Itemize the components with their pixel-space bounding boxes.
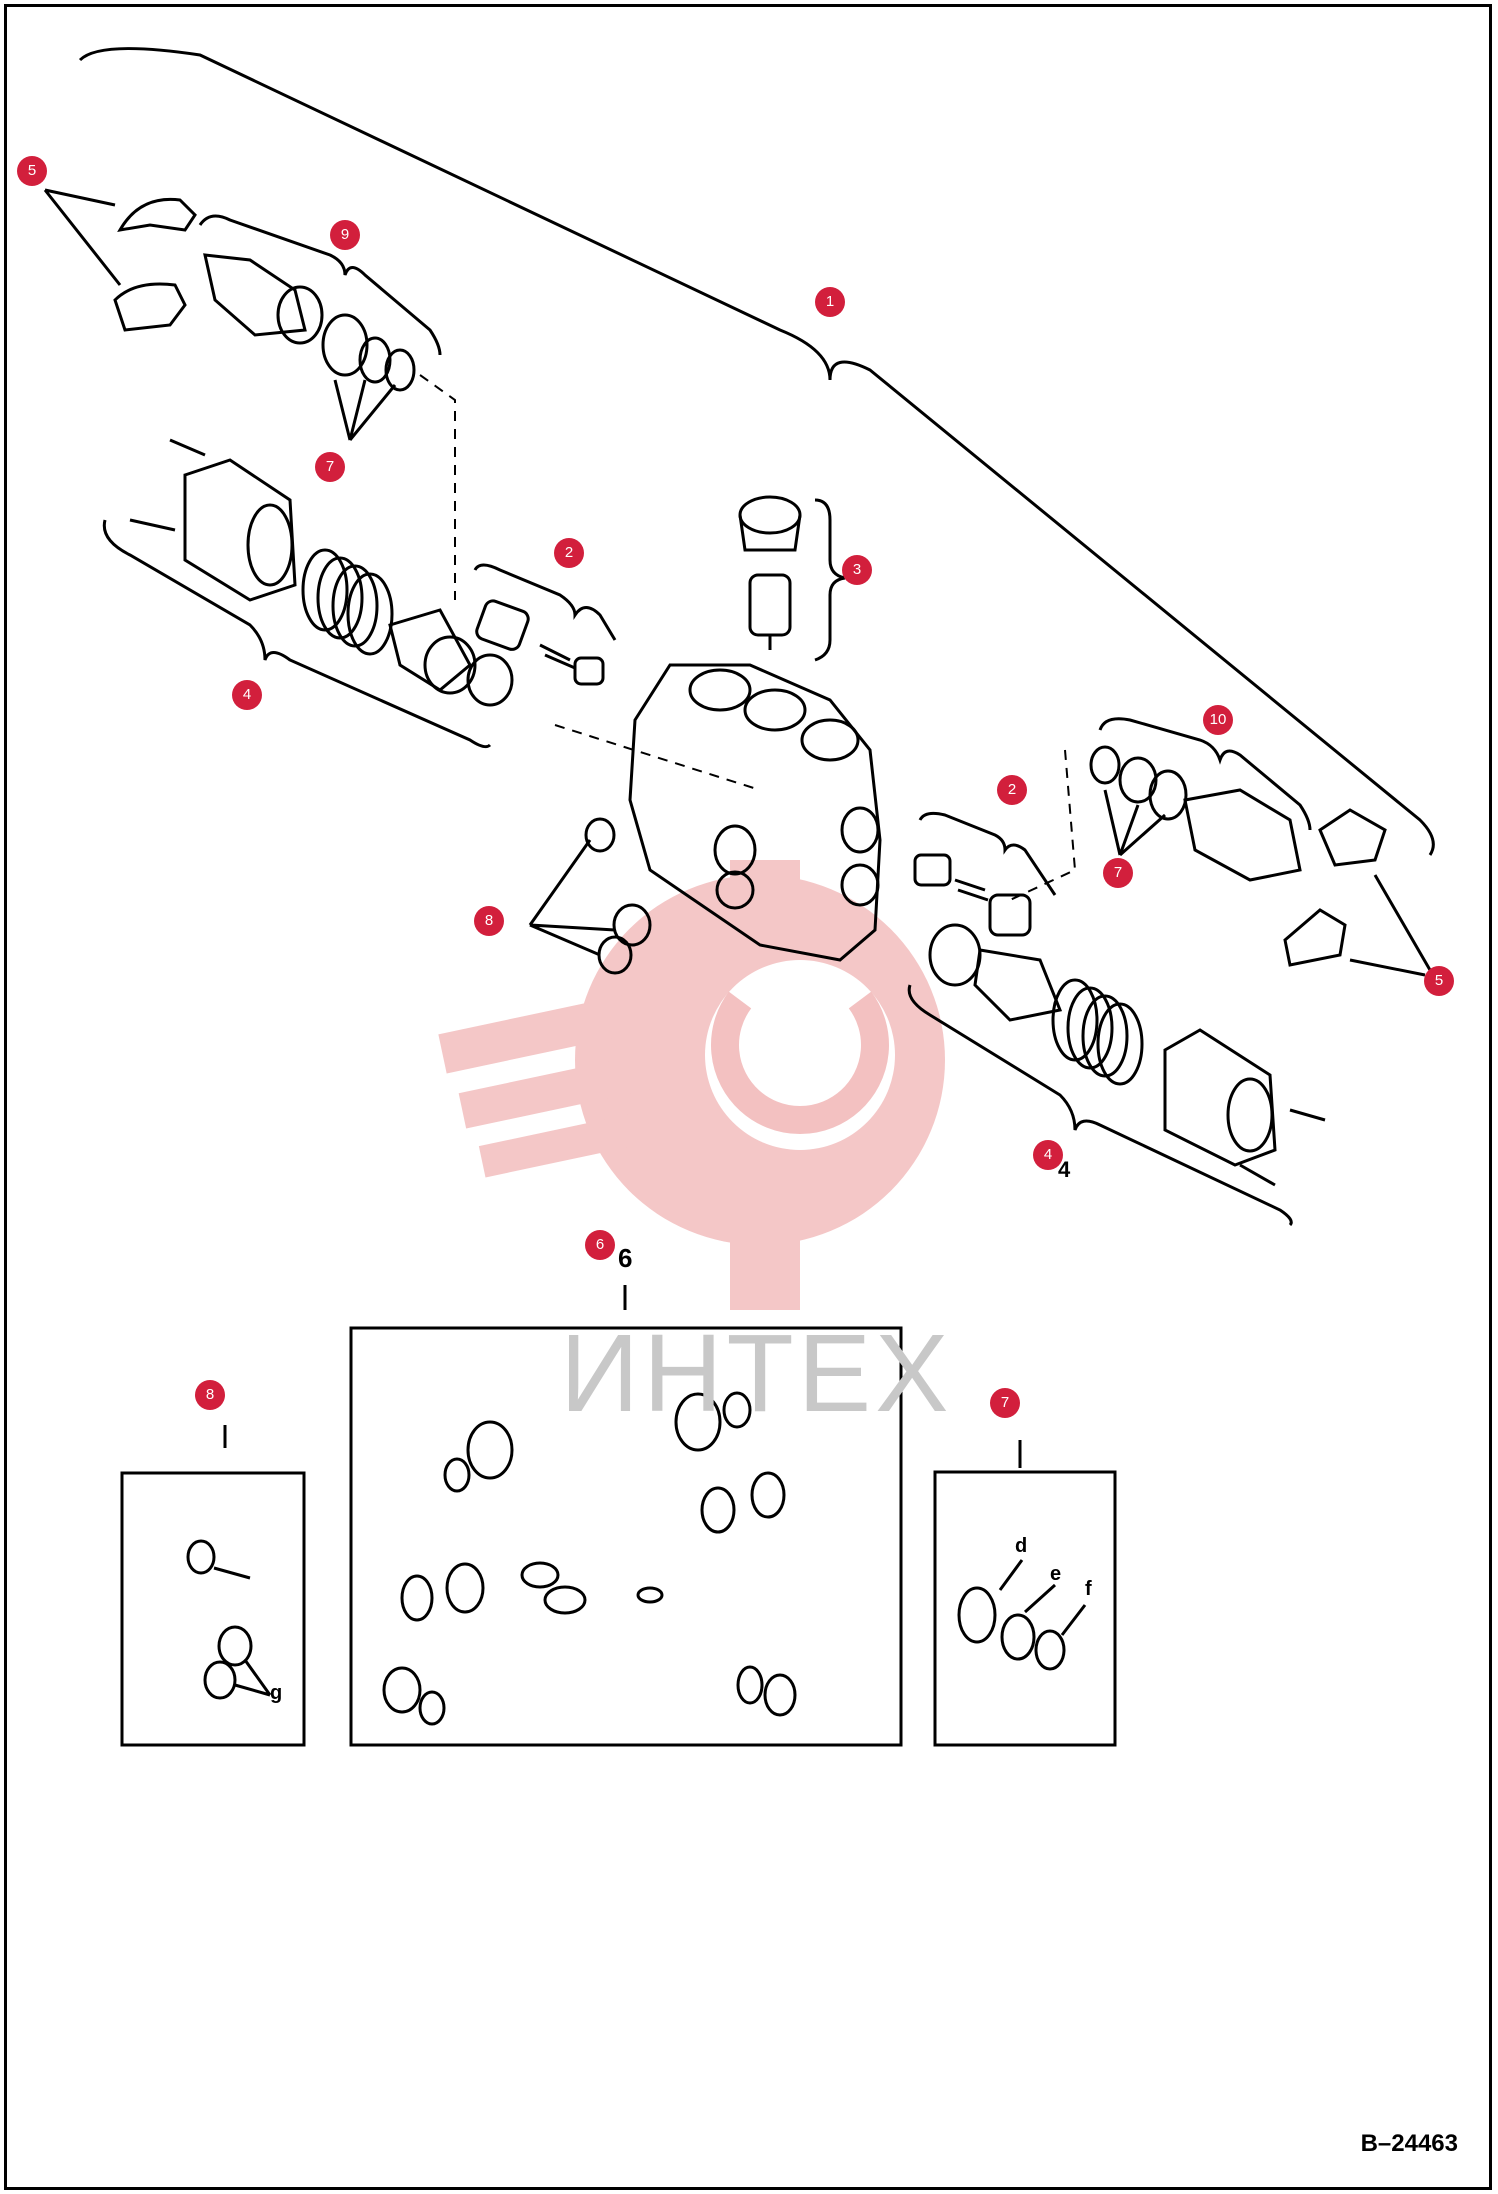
spring-cap-right bbox=[1163, 1028, 1326, 1187]
callout-3[interactable]: 3 bbox=[842, 555, 872, 585]
kit-box-8 bbox=[120, 1471, 306, 1747]
relief-valve-right bbox=[1089, 745, 1302, 882]
brace-item-2-right bbox=[918, 811, 1057, 896]
spool-end-right bbox=[928, 923, 1063, 1022]
check-right bbox=[913, 853, 1032, 937]
brace-item-10 bbox=[1098, 717, 1312, 831]
callout-8-kit[interactable]: 8 bbox=[195, 1380, 225, 1410]
label-4: 4 bbox=[1058, 1157, 1071, 1182]
sub-label-g: g bbox=[270, 1682, 283, 1704]
callout-9[interactable]: 9 bbox=[330, 220, 360, 250]
kit-box-7 bbox=[933, 1470, 1117, 1747]
callout-2-right[interactable]: 2 bbox=[997, 775, 1027, 805]
callout-7-kit[interactable]: 7 bbox=[990, 1388, 1020, 1418]
spring-left bbox=[301, 548, 394, 656]
document-id: B–24463 bbox=[1360, 2130, 1458, 2157]
brace-item-9 bbox=[198, 214, 442, 356]
sub-label-e: e bbox=[1050, 1563, 1062, 1585]
spring-right bbox=[1051, 978, 1144, 1086]
callout-1[interactable]: 1 bbox=[815, 287, 845, 317]
callout-5-left[interactable]: 5 bbox=[17, 156, 47, 186]
diagram-frame bbox=[4, 4, 1492, 2190]
leader-7-left bbox=[333, 379, 397, 441]
leader-7-right bbox=[1103, 789, 1166, 857]
label-6: 6 bbox=[618, 1243, 633, 1273]
valve-body bbox=[628, 663, 882, 962]
brace-item-4-right bbox=[907, 984, 1293, 1227]
callout-5-right[interactable]: 5 bbox=[1424, 966, 1454, 996]
kit-box-6 bbox=[349, 1326, 903, 1747]
callout-7-upper-left[interactable]: 7 bbox=[315, 452, 345, 482]
brace-item-1 bbox=[78, 47, 1435, 856]
kit-8-rings bbox=[186, 1539, 272, 1700]
plug-item-3 bbox=[738, 495, 802, 650]
watermark-logo-ring bbox=[711, 991, 889, 1134]
callout-4-left[interactable]: 4 bbox=[232, 680, 262, 710]
end-cap-right bbox=[1283, 808, 1387, 967]
callout-7-right[interactable]: 7 bbox=[1103, 858, 1133, 888]
kit-leaders bbox=[223, 1285, 1022, 1468]
brace-item-3 bbox=[814, 498, 846, 662]
spring-cap-left bbox=[129, 438, 297, 602]
callout-4-right[interactable]: 4 bbox=[1033, 1140, 1063, 1170]
end-cap-upper-left bbox=[113, 197, 197, 332]
callout-10[interactable]: 10 bbox=[1203, 705, 1233, 735]
centerlines bbox=[419, 374, 1077, 901]
callout-6[interactable]: 6 bbox=[585, 1230, 615, 1260]
brace-item-2-left bbox=[473, 563, 617, 641]
leader-5-left bbox=[43, 188, 122, 286]
kit-6-rings bbox=[382, 1391, 797, 1726]
callout-8-body[interactable]: 8 bbox=[474, 906, 504, 936]
sub-label-f: f bbox=[1085, 1578, 1092, 1600]
leader-8 bbox=[528, 839, 616, 957]
sub-label-d: d bbox=[1015, 1535, 1028, 1557]
check-left bbox=[475, 599, 605, 686]
kit-7-rings bbox=[957, 1559, 1087, 1671]
spool-end-left bbox=[388, 608, 514, 707]
relief-valve-left bbox=[203, 253, 416, 392]
leader-5-right bbox=[1349, 874, 1432, 977]
watermark-text: ИНТЕХ bbox=[560, 1312, 953, 1435]
callout-2-left[interactable]: 2 bbox=[554, 538, 584, 568]
brace-item-4-left bbox=[102, 519, 492, 749]
